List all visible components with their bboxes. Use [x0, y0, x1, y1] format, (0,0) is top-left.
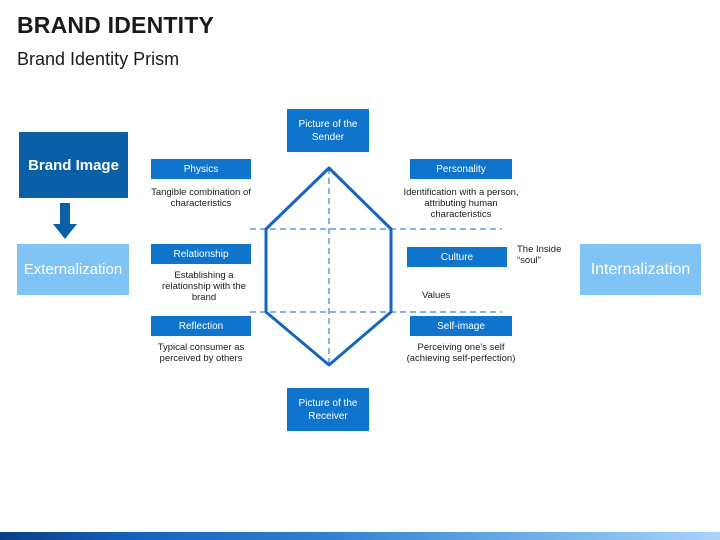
receiver-box: Picture of the Receiver: [287, 388, 369, 431]
down-arrow-icon: [53, 203, 77, 239]
prism-hexagon: [264, 166, 393, 367]
self-image-box: Self-image: [410, 316, 512, 336]
personality-desc: Identification with a person, attributin…: [403, 187, 519, 220]
physics-box: Physics: [151, 159, 251, 179]
relationship-box: Relationship: [151, 244, 251, 264]
bottom-accent-bar: [0, 532, 720, 540]
brand-image-box: Brand Image: [19, 132, 128, 198]
externalization-box: Externalization: [17, 244, 129, 295]
reflection-desc: Typical consumer as perceived by others: [157, 342, 245, 364]
physics-desc: Tangible combination of characteristics: [151, 187, 251, 209]
culture-note: The Inside “soul”: [517, 244, 562, 266]
relationship-desc: Establishing a relationship with the bra…: [162, 270, 246, 303]
culture-box: Culture: [407, 247, 507, 267]
reflection-box: Reflection: [151, 316, 251, 336]
page-subtitle: Brand Identity Prism: [17, 49, 180, 69]
values-label: Values: [422, 290, 451, 301]
internalization-box: Internalization: [580, 244, 701, 295]
personality-box: Personality: [410, 159, 512, 179]
page-title: BRAND IDENTITY: [17, 12, 215, 38]
sender-box: Picture of the Sender: [287, 109, 369, 152]
prism-diagram: [250, 166, 502, 367]
self-image-desc: Perceiving one’s self (achieving self-pe…: [406, 342, 516, 364]
